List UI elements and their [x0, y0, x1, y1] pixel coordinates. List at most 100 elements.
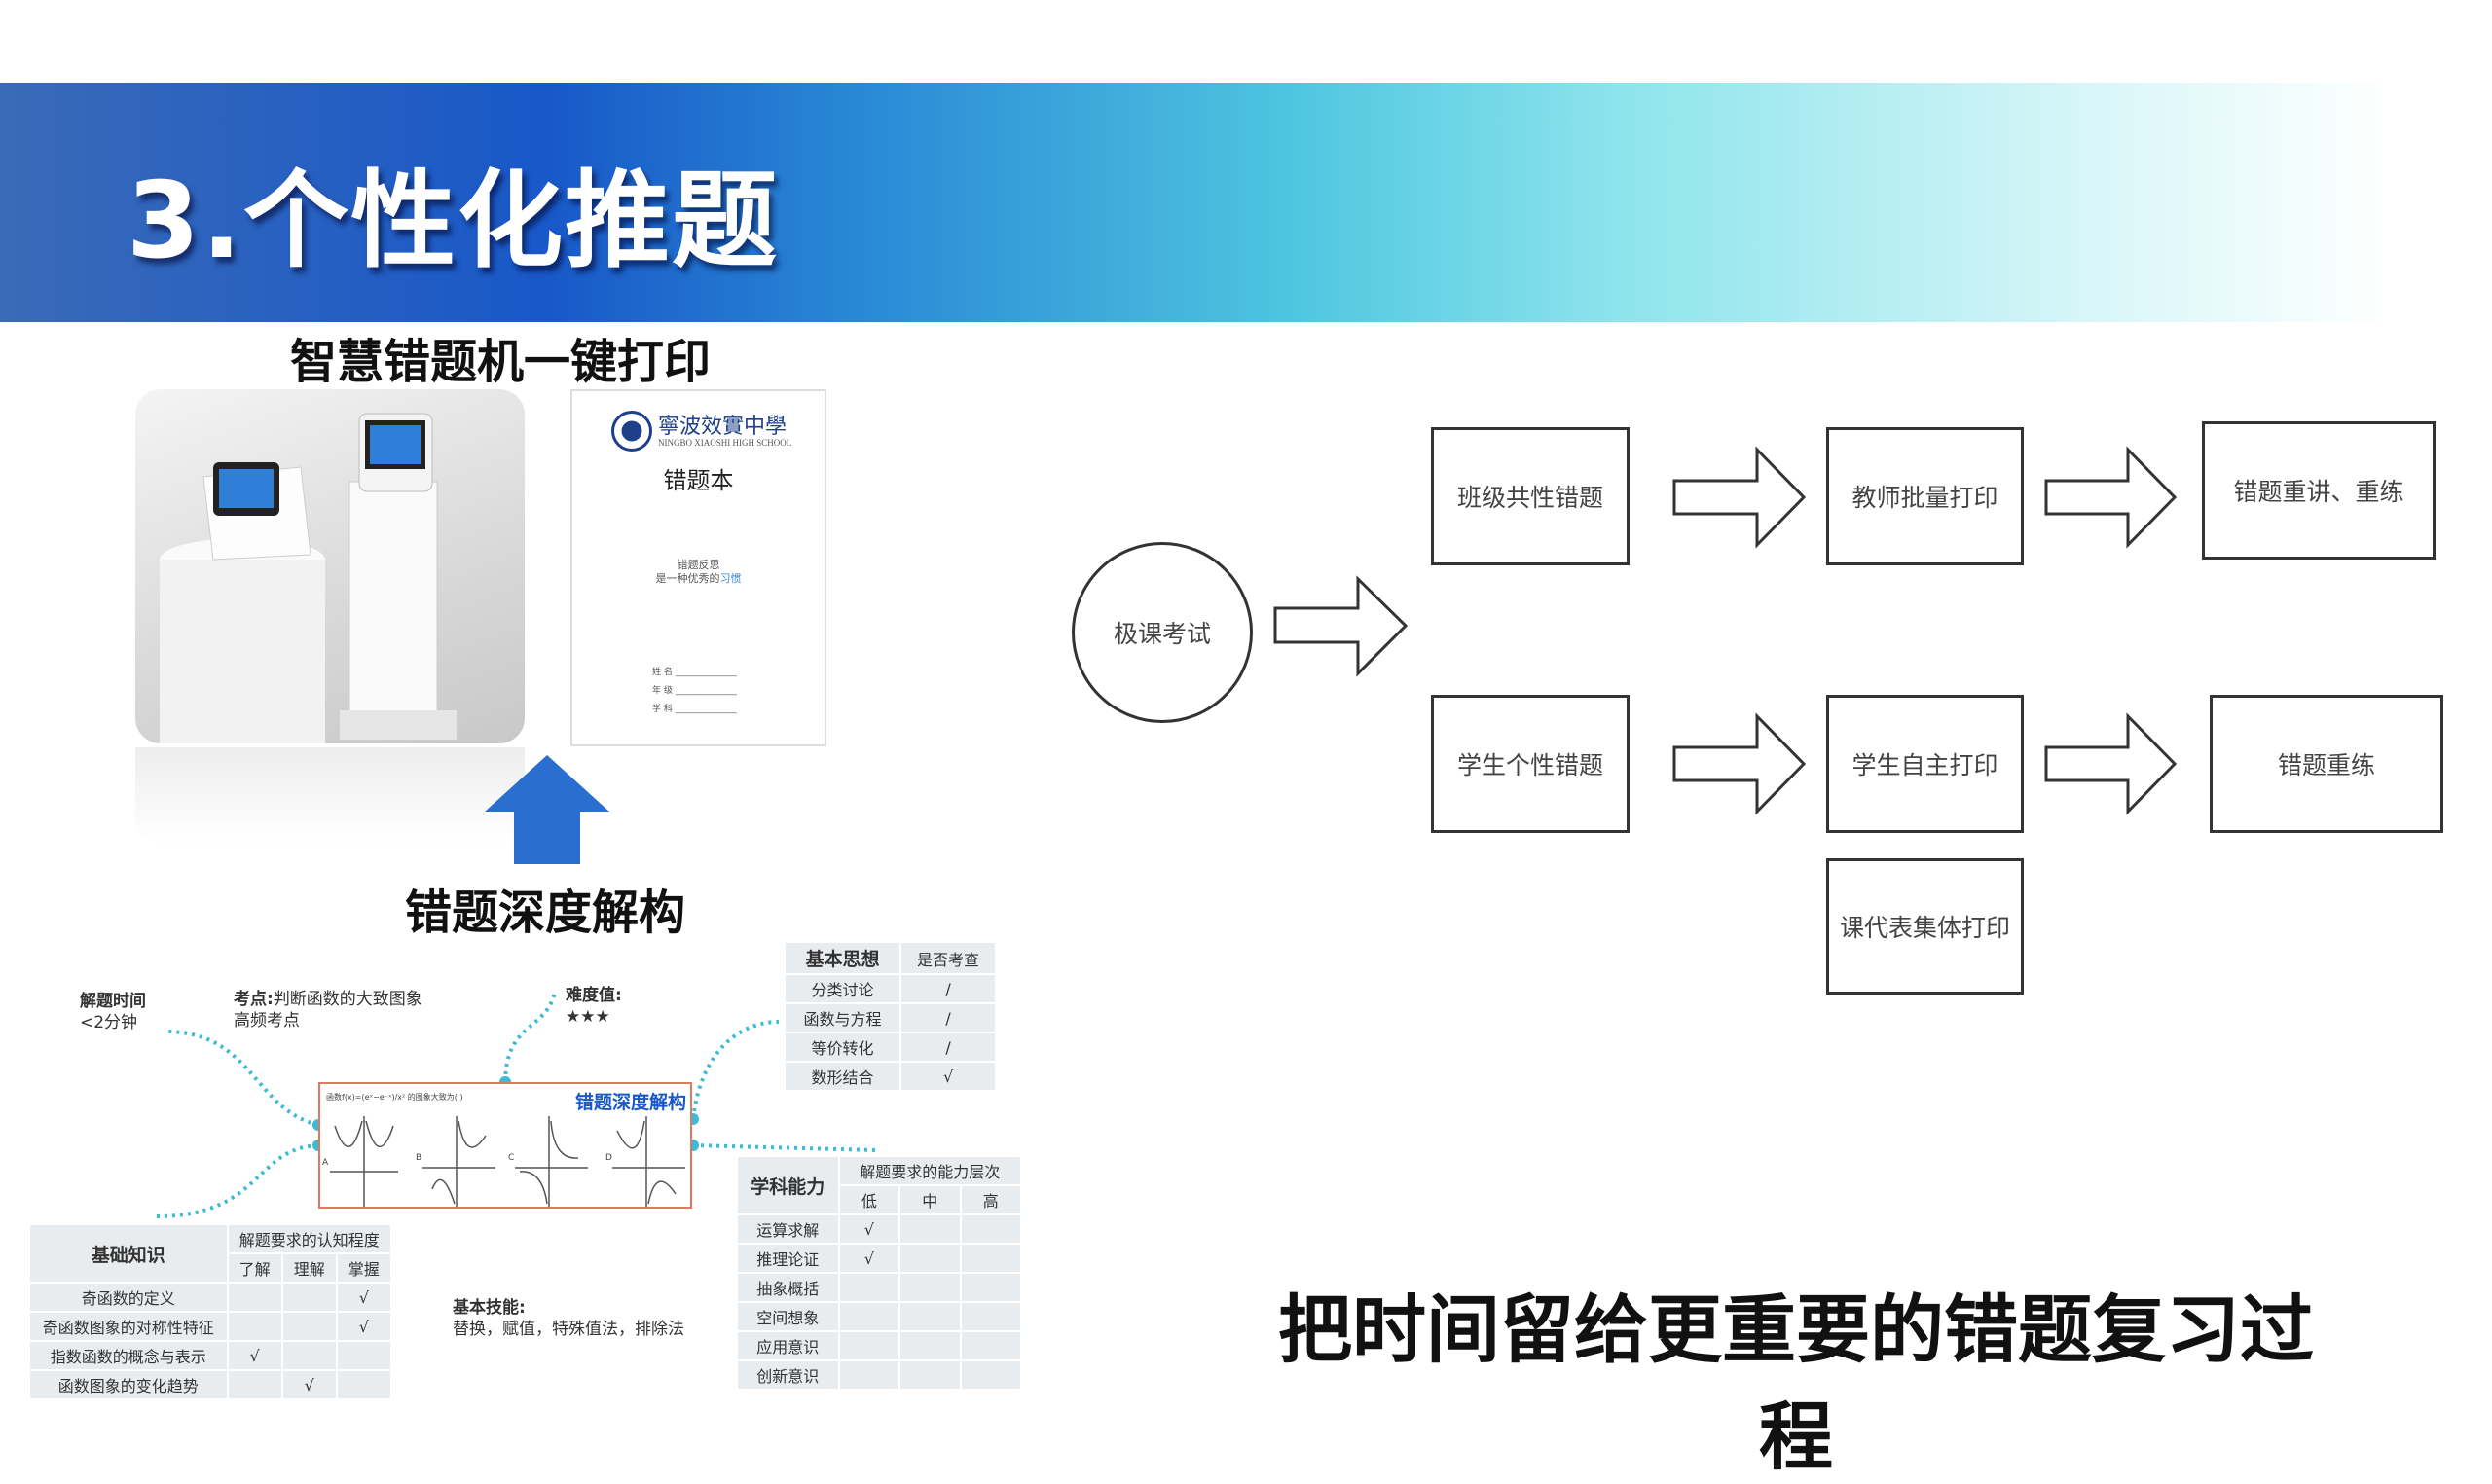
table-cell: √: [226, 1340, 283, 1371]
cover-motto-1: 错题反思: [677, 559, 720, 571]
table-cell: [280, 1340, 338, 1371]
exam-point-frequency: 高频考点: [234, 1011, 300, 1031]
row-label: 运算求解: [736, 1213, 840, 1245]
table-cell: [959, 1243, 1022, 1274]
table-cell: [959, 1359, 1022, 1391]
printer-machine-icon: [160, 413, 457, 743]
question-card: 函数f(x)=(eˣ−e⁻ˣ)/x² 的图象大致为( ) 错题深度解构 A B C D: [318, 1082, 692, 1209]
row-label: 函数图象的变化趋势: [28, 1369, 229, 1400]
level-know: 了解: [226, 1252, 283, 1284]
table-cell: [226, 1369, 283, 1400]
row-label: 等价转化: [783, 1032, 902, 1063]
table-cell: [898, 1243, 962, 1274]
option-d: D: [605, 1153, 612, 1163]
row-label: 数形结合: [783, 1061, 902, 1092]
slogan: 把时间留给更重要的错题复习过程: [1278, 1286, 2314, 1480]
flow-class-common-errors: 班级共性错题: [1431, 427, 1630, 565]
table-row: 空间想象: [736, 1301, 1022, 1332]
knowledge-table: 基础知识解题要求的认知程度 了解理解掌握 奇函数的定义√奇函数图象的对称性特征√…: [28, 1223, 393, 1400]
row-label: 空间想象: [736, 1301, 840, 1332]
table-cell: /: [899, 1032, 997, 1063]
header-banner: [0, 83, 2492, 322]
question-card-label: 错题深度解构: [574, 1092, 686, 1113]
table-row: 抽象概括: [736, 1272, 1022, 1303]
table-row: 创新意识: [736, 1359, 1022, 1391]
level-mid: 中: [898, 1184, 962, 1215]
flow-reteach-retrain: 错题重讲、重练: [2202, 421, 2436, 560]
table-row: 等价转化/: [783, 1032, 997, 1063]
cover-fields: 姓 名 ______________ 年 级 ______________ 学 …: [652, 668, 737, 714]
flow-student-self-print: 学生自主打印: [1826, 695, 2024, 833]
row-label: 创新意识: [736, 1359, 840, 1391]
flow-retrain: 错题重练: [2210, 695, 2443, 833]
flow-rep-collective-print: 课代表集体打印: [1826, 858, 2024, 995]
notebook-cover: 寧波效實中學 NINGBO XIAOSHI HIGH SCHOOL 错题本 错题…: [570, 389, 826, 746]
table-cell: [837, 1301, 901, 1332]
table-cell: √: [837, 1243, 901, 1274]
option-a: A: [322, 1158, 329, 1168]
school-name-en: NINGBO XIAOSHI HIGH SCHOOL: [658, 438, 792, 448]
table-row: 分类讨论/: [783, 973, 997, 1004]
table-cell: [837, 1330, 901, 1361]
row-label: 函数与方程: [783, 1002, 902, 1033]
exam-point-note: 考点:判断函数的大致图象高频考点: [234, 989, 422, 1032]
skills-label: 基本技能:: [453, 1298, 526, 1318]
connector-difficulty: [503, 992, 557, 1083]
print-heading: 智慧错题机一键打印: [289, 335, 711, 389]
solve-time-label: 解题时间: [80, 992, 146, 1011]
page-title: 3.个性化推题: [127, 161, 780, 282]
table-cell: [959, 1330, 1022, 1361]
question-text: 函数f(x)=(eˣ−e⁻ˣ)/x² 的图象大致为( ): [326, 1093, 463, 1102]
skills-note: 基本技能:替换，赋值，特殊值法，排除法: [453, 1297, 684, 1340]
up-arrow-icon: [485, 755, 609, 864]
thought-header-2: 是否考查: [899, 941, 997, 975]
table-cell: [898, 1272, 962, 1303]
table-cell: [959, 1301, 1022, 1332]
row-label: 指数函数的概念与表示: [28, 1340, 229, 1371]
table-cell: /: [899, 1002, 997, 1033]
table-cell: √: [280, 1369, 338, 1400]
ability-table: 学科能力解题要求的能力层次 低中高 运算求解√推理论证√抽象概括空间想象应用意识…: [736, 1155, 1023, 1391]
flow-teacher-batch-print: 教师批量打印: [1826, 427, 2024, 565]
option-c: C: [508, 1153, 514, 1163]
table-cell: [837, 1272, 901, 1303]
table-cell: [898, 1301, 962, 1332]
table-cell: [335, 1369, 393, 1400]
connector-ability: [692, 1143, 877, 1152]
table-row: 奇函数图象的对称性特征 √: [28, 1311, 393, 1342]
field-name: 姓 名: [652, 668, 673, 677]
exam-point-value: 判断函数的大致图象: [273, 990, 422, 1009]
option-b: B: [416, 1153, 421, 1163]
table-row: 应用意识: [736, 1330, 1022, 1361]
table-row: 数形结合√: [783, 1061, 997, 1092]
table-cell: [898, 1213, 962, 1245]
row-label: 抽象概括: [736, 1272, 840, 1303]
table-cell: √: [899, 1061, 997, 1092]
row-label: 奇函数图象的对称性特征: [28, 1311, 229, 1342]
school-name-cn: 寧波效實中學: [658, 415, 788, 439]
table-cell: √: [837, 1213, 901, 1245]
cover-title: 错题本: [663, 467, 734, 494]
row-label: 推理论证: [736, 1243, 840, 1274]
exam-point-label: 考点:: [234, 990, 274, 1009]
flow-start-exam: 极课考试: [1072, 542, 1253, 723]
table-cell: [837, 1359, 901, 1391]
level-low: 低: [837, 1184, 901, 1215]
motto-highlight: 习惯: [719, 572, 742, 585]
table-cell: √: [335, 1311, 393, 1342]
arrow-right-icon: [2044, 446, 2178, 549]
table-row: 函数与方程/: [783, 1002, 997, 1033]
level-master: 掌握: [335, 1252, 393, 1284]
table-cell: [226, 1311, 283, 1342]
knowledge-group: 解题要求的认知程度: [226, 1223, 392, 1254]
field-grade: 年 级: [652, 686, 673, 696]
table-cell: [898, 1330, 962, 1361]
connector-time: [165, 1030, 319, 1127]
connector-knowledge: [155, 1143, 319, 1218]
solve-time-note: 解题时间<2分钟: [80, 991, 146, 1033]
level-understand: 理解: [280, 1252, 338, 1284]
table-row: 奇函数的定义√: [28, 1282, 393, 1313]
arrow-right-icon: [1672, 712, 1807, 815]
printer-machine-photo: [135, 389, 525, 743]
function-graph-options: A B C D: [322, 1116, 685, 1207]
